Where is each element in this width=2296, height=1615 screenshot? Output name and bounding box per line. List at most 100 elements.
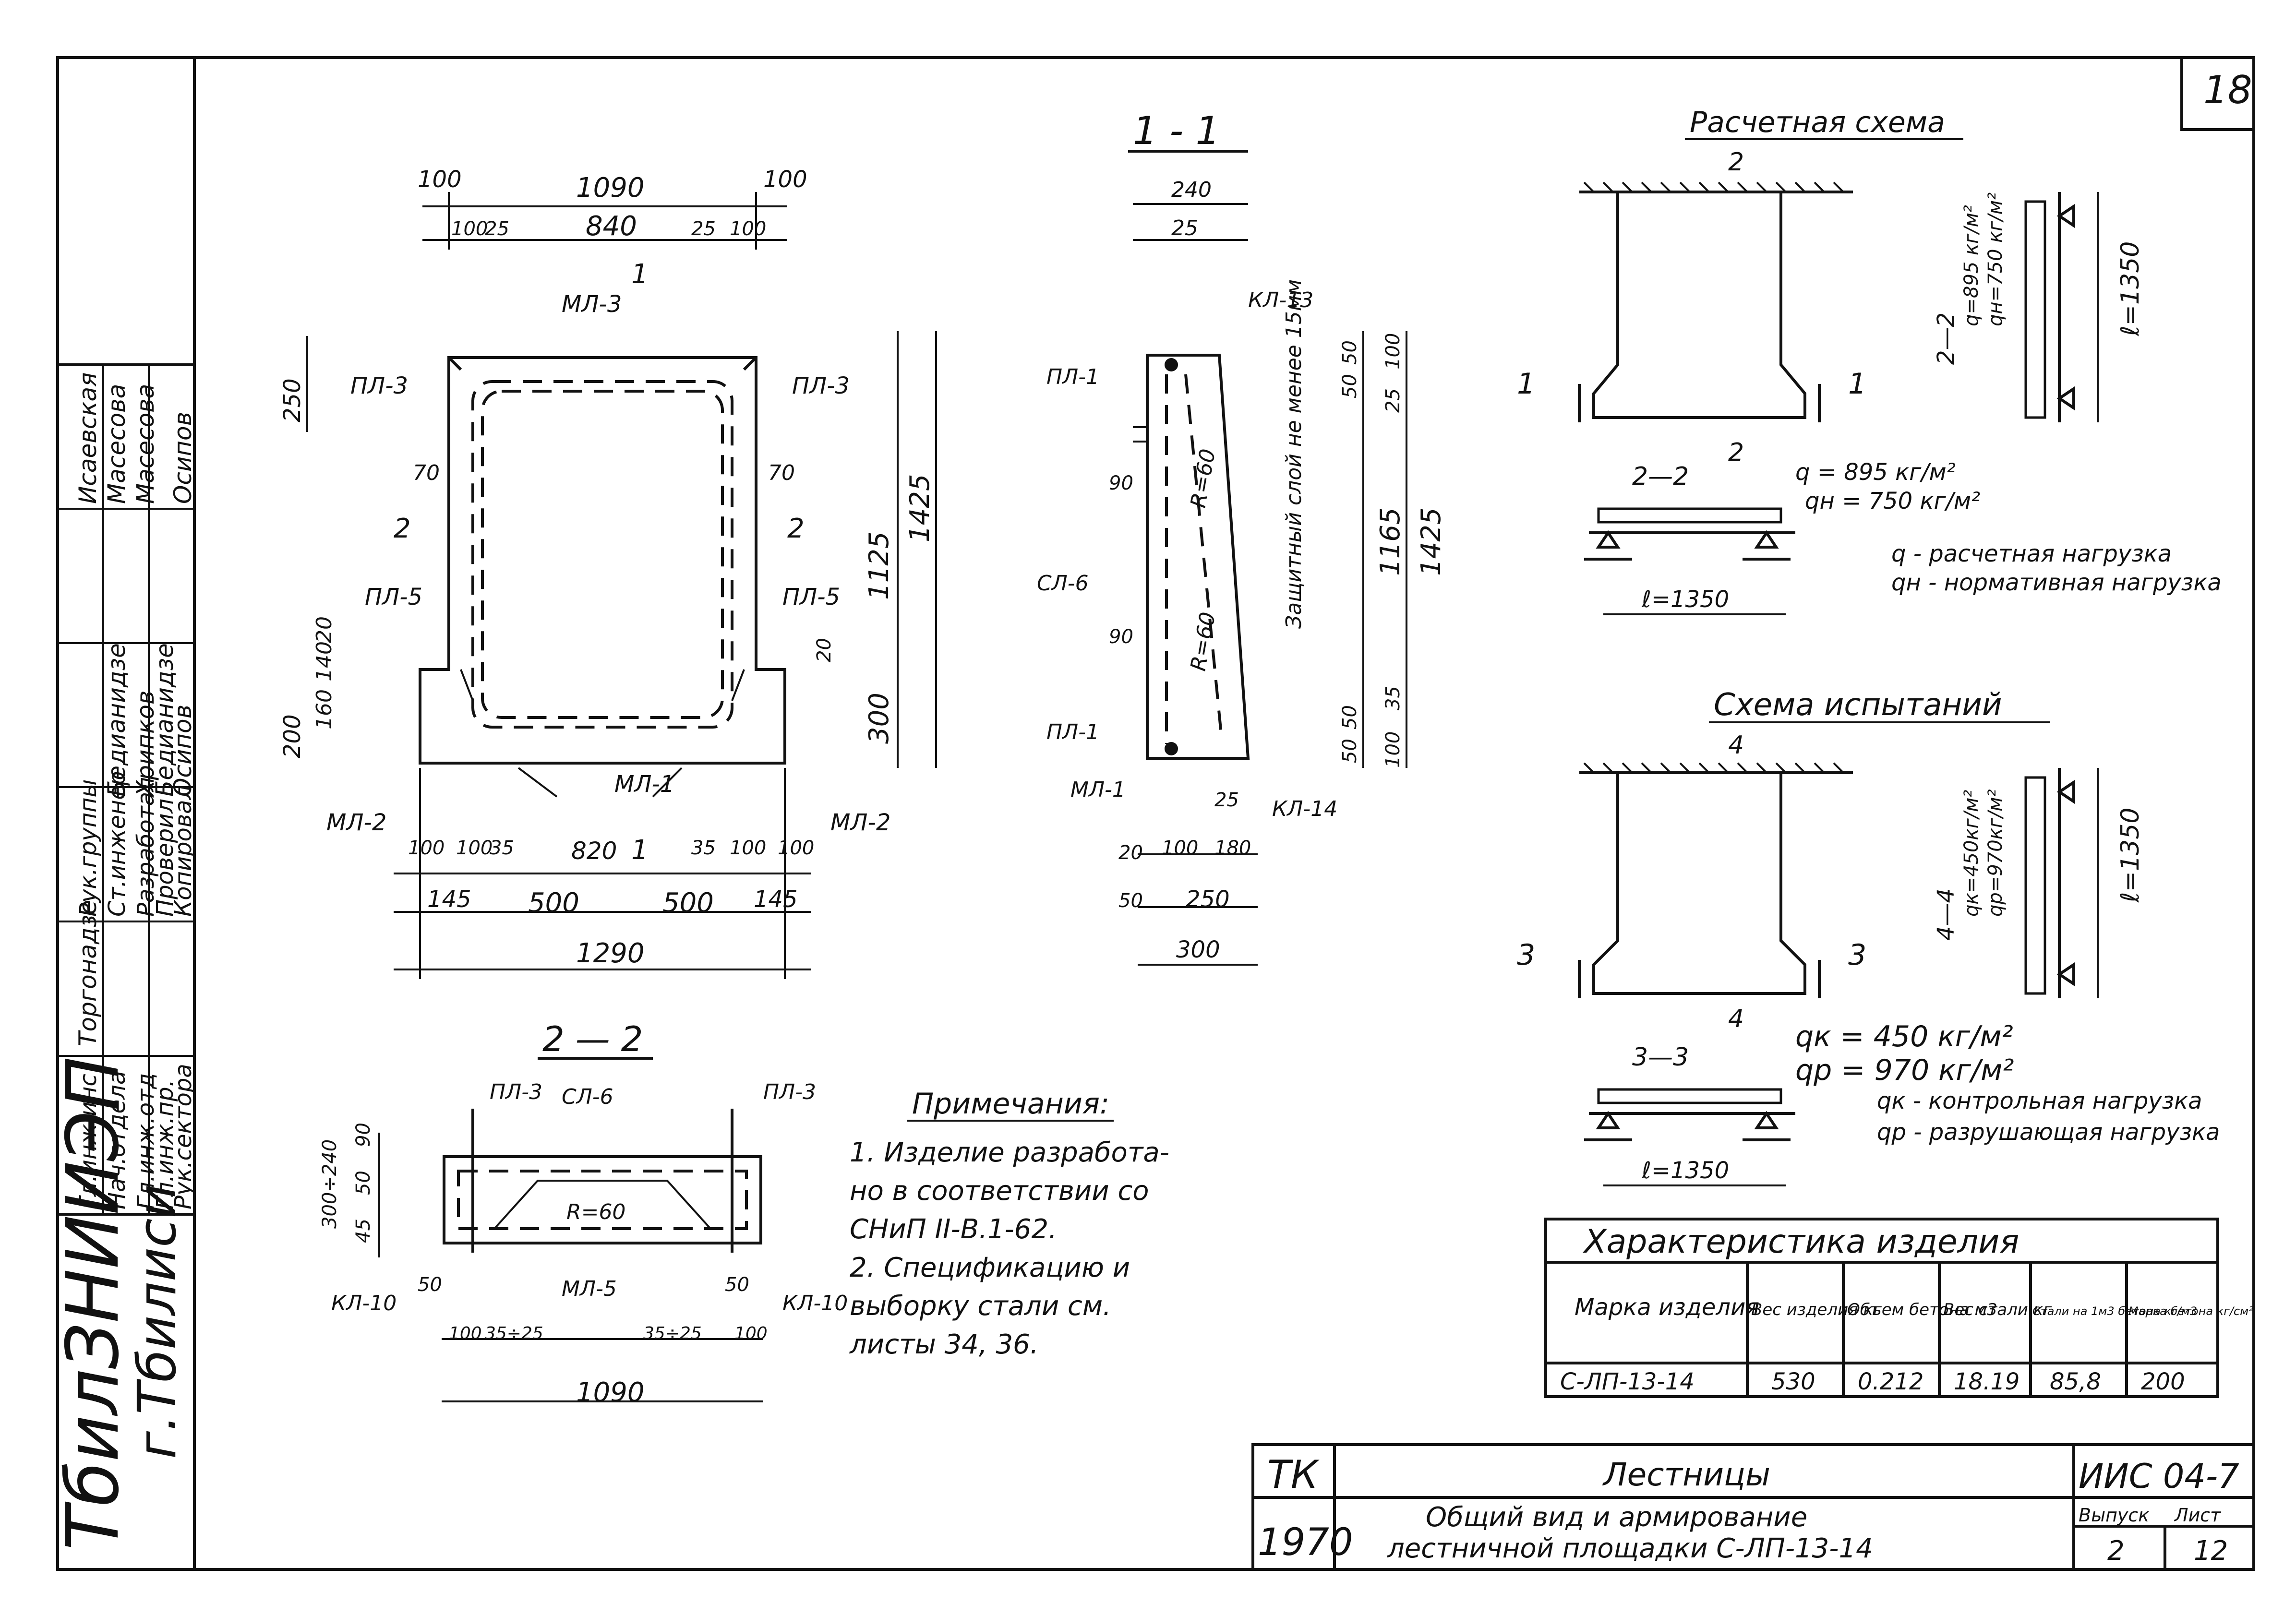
section-title: 2—2: [1632, 462, 1689, 491]
dimension-label: 90: [1109, 626, 1133, 648]
stamp-role: Гл.инж.пр.: [152, 1079, 179, 1209]
section-1-1: 1 - 1 240 25 50 50 25 100 1165 1425 50 3…: [1037, 108, 1447, 966]
dimension-label: 1425: [904, 474, 936, 542]
cover-note: Защитный слой не менее 15мм: [1282, 279, 1306, 629]
section-mark: 3: [1848, 938, 1866, 972]
section-mark: 2: [787, 513, 805, 544]
part-label: МЛ-1: [1070, 778, 1126, 802]
dimension-label: 50: [1339, 705, 1361, 730]
table-cell: 18.19: [1954, 1368, 2020, 1395]
stamp-name: Исаевская: [74, 372, 102, 504]
stamp-role: Ст.инженер: [104, 771, 131, 917]
span-label: ℓ=1350: [2116, 808, 2145, 903]
dimension-label: 240: [1171, 178, 1212, 202]
dimension-label: 20: [813, 638, 835, 662]
dimension-label: 35÷25: [643, 1324, 702, 1343]
dimension-label: 500: [528, 887, 579, 919]
section-mark: 2: [394, 513, 411, 544]
dimension-label: 820: [571, 837, 617, 865]
dimension-label: 160: [312, 689, 337, 730]
dimension-label: 1425: [1416, 507, 1447, 576]
load-label: qк=450кг/м²: [1960, 790, 1983, 917]
sheet-label: Лист: [2174, 1505, 2222, 1526]
section-mark: 4: [1728, 731, 1744, 760]
dimension-label: 35: [490, 837, 514, 859]
dimension-label: 100: [456, 837, 493, 859]
load-label: qр = 970 кг/м²: [1795, 1053, 2014, 1087]
dimension-label: 70: [413, 461, 440, 485]
dimension-label: 180: [1214, 837, 1251, 859]
span-label: ℓ=1350: [1641, 586, 1729, 613]
table-header: Марка изделия: [1575, 1294, 1759, 1321]
notes: Примечания: 1. Изделие разработа- но в с…: [849, 1087, 1169, 1360]
table-title: Характеристика изделия: [1583, 1223, 2019, 1261]
table-header: Вес изделия кг: [1751, 1300, 1882, 1319]
dimension-label: 100: [730, 837, 766, 859]
stamp-name: Бедианидзе: [151, 643, 179, 797]
dimension-label: 50: [1118, 890, 1143, 912]
notes-heading: Примечания:: [912, 1087, 1109, 1121]
stamp-name: Хрипков: [132, 691, 159, 798]
table-header: Вес стали кг: [1943, 1300, 2052, 1319]
note-line: листы 34, 36.: [849, 1329, 1039, 1360]
dimension-label: 1290: [576, 938, 645, 969]
dimension-label: 45: [352, 1219, 374, 1243]
stamp-role: Гл.инж.инс: [75, 1074, 102, 1209]
note-line: 1. Изделие разработа-: [850, 1137, 1169, 1168]
legend-line: q - расчетная нагрузка: [1891, 540, 2172, 567]
part-label: ПЛ-3: [350, 372, 408, 399]
table-cell: 200: [2141, 1368, 2185, 1395]
load-label: qн = 750 кг/м²: [1805, 488, 1980, 514]
test-scheme: Схема испытаний 4 4 3 3 3—3 qк = 450 кг/…: [1517, 687, 2220, 1186]
dimension-label: 90: [1109, 472, 1133, 494]
stamp-role: Рук.группы: [75, 779, 102, 917]
dimension-label: 35: [1382, 686, 1404, 710]
part-label: МЛ-2: [830, 809, 890, 836]
dimension-label: 300: [864, 693, 895, 744]
dimension-label: 20: [1118, 842, 1143, 864]
stamp-name: Масесова: [103, 384, 131, 504]
stamp-name: Осипов: [169, 705, 197, 797]
section-2-2: 2 — 2 ПЛ-3 СЛ-6 ПЛ-3 МЛ-5 КЛ-10 КЛ-10 R=…: [319, 1019, 848, 1408]
tk-label: ТК: [1267, 1452, 1320, 1497]
span-label: ℓ=1350: [1641, 1157, 1729, 1184]
description-line: Общий вид и армирование: [1426, 1502, 1807, 1533]
section-title: 3—3: [1632, 1043, 1689, 1072]
section-mark: 1: [631, 835, 649, 866]
dimension-label: 100: [763, 166, 807, 193]
dimension-label: 90: [352, 1123, 374, 1147]
dimension-label: 1125: [864, 531, 895, 600]
dimension-label: 25: [1382, 388, 1404, 413]
part-label: ПЛ-3: [490, 1080, 542, 1104]
section-mark: 1: [631, 259, 649, 290]
dimension-label: 50: [1339, 340, 1361, 365]
dimension-label: 50: [1339, 374, 1361, 398]
part-label: МЛ-5: [562, 1277, 617, 1301]
dimension-label: 35÷25: [485, 1324, 543, 1343]
dimension-label: 35: [691, 837, 716, 859]
legend-line: qн - нормативная нагрузка: [1891, 569, 2222, 596]
dimension-label: 25: [691, 218, 716, 240]
table-cell: 530: [1771, 1368, 1815, 1395]
dimension-label: 100: [730, 218, 766, 240]
radius-label: R=60: [1186, 447, 1221, 509]
stamp-name: Масесова: [132, 384, 159, 504]
description-line: лестничной площадки С-ЛП-13-14: [1387, 1533, 1873, 1564]
org-city: г.Тбилиси: [126, 1184, 188, 1459]
dimension-label: 100: [734, 1324, 768, 1343]
stamp-role: Проверил: [152, 799, 179, 917]
org-name: ТбилЗНИИЭП: [51, 1057, 135, 1550]
series-code: ИИС 04-7: [2079, 1457, 2239, 1496]
legend-line: qр - разрушающая нагрузка: [1877, 1119, 2220, 1146]
section-mark: 4: [1728, 1005, 1744, 1033]
dimension-label: 300÷240: [319, 1139, 341, 1229]
part-label: ПЛ-1: [1046, 720, 1099, 744]
load-label: qр=970кг/м²: [1984, 789, 2007, 917]
note-line: выборку стали см.: [850, 1291, 1111, 1322]
dimension-label: 500: [662, 887, 714, 919]
title-block: ТК 1970 Лестницы Общий вид и армирование…: [1251, 1443, 2255, 1571]
dimension-label: 100: [418, 166, 462, 193]
part-label: МЛ-2: [326, 809, 386, 836]
part-label: КЛ-10: [782, 1291, 848, 1316]
